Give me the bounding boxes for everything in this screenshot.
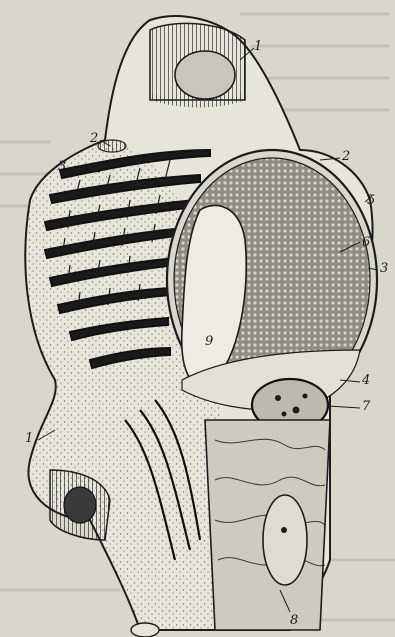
label-2-right: 2 — [342, 150, 350, 163]
bottom-tube — [131, 623, 159, 637]
label-6: 6 — [362, 236, 370, 249]
label-3-right: 3 — [380, 262, 388, 275]
lower-nucleus — [263, 495, 307, 585]
label-9: 9 — [205, 335, 213, 348]
top-nucleus — [175, 51, 235, 99]
label-7: 7 — [362, 400, 370, 413]
label-3-left: 3 — [58, 160, 66, 173]
label-8: 8 — [290, 614, 298, 627]
label-5: 5 — [367, 194, 375, 207]
label-4: 4 — [362, 374, 370, 387]
label-2-top: 2 — [90, 132, 98, 145]
label-1-top: 1 — [254, 40, 262, 53]
label-1-left: 1 — [25, 432, 33, 445]
